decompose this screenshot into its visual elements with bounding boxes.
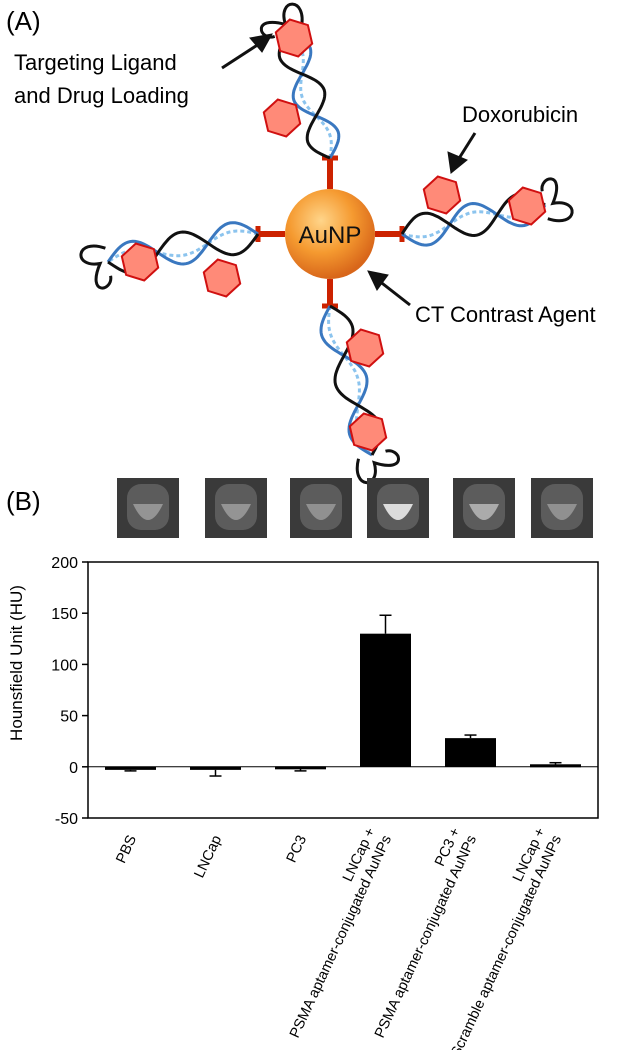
strand-blue-3	[401, 201, 547, 247]
bar-1	[190, 766, 241, 770]
x-tick-label-2: PC3	[284, 833, 310, 865]
x-tick-label-line: PBS	[113, 833, 140, 866]
ct-signal	[221, 504, 251, 520]
y-tick-label: 50	[60, 709, 78, 726]
x-tick-label-line: PC3	[284, 833, 310, 865]
y-axis-label: Hounsfield Unit (HU)	[7, 585, 26, 741]
x-tick-label-0: PBS	[113, 833, 140, 866]
strand-loop-1	[355, 449, 400, 485]
doxorubicin-molecule-2	[422, 175, 462, 215]
doxorubicin-molecule-3	[507, 186, 547, 226]
plot-frame	[87, 561, 599, 819]
x-tick-label-line: LNCap	[192, 833, 226, 881]
targeting-arrow	[221, 40, 263, 70]
ct-signal	[547, 504, 577, 520]
y-tick-label: 0	[69, 760, 78, 777]
contrast-arrowhead	[367, 270, 389, 291]
y-tick-label: 100	[51, 657, 78, 674]
strand-blue-2	[106, 221, 259, 266]
contrast-agent-label: CT Contrast Agent	[415, 302, 596, 327]
phantom-pc3-psma	[453, 478, 515, 538]
x-tick-label-line: PSMA aptamer-conjugated AuNPs	[287, 833, 395, 1041]
strand-loop-3	[540, 177, 574, 223]
doxorubicin-molecules	[120, 18, 547, 452]
phantom-pc3	[290, 478, 352, 538]
strand-black-0	[277, 31, 331, 160]
phantom-lncap	[205, 478, 267, 538]
doxorubicin-molecule-4	[120, 242, 160, 282]
hu-bar-chart: Hounsfield Unit (HU) 200 150 100 50 0 -50 PBS…	[7, 555, 599, 1050]
aunp-core-label: AuNP	[299, 222, 362, 249]
phantom-lncap-scramble	[531, 478, 593, 538]
bars	[105, 633, 581, 770]
bar-5	[530, 764, 581, 768]
targeting-label-line1: Targeting Ligand	[14, 50, 177, 75]
panel-b-label: (B)	[6, 486, 41, 516]
y-tick-label: 200	[51, 555, 78, 572]
strand-blue-1	[319, 305, 373, 457]
ct-signal	[383, 504, 413, 520]
bar-3	[360, 633, 411, 767]
doxorubicin-molecule-5	[202, 258, 242, 298]
bar-4	[445, 738, 496, 767]
base-pairs-0	[286, 30, 333, 159]
panel-a-label: (A)	[6, 6, 41, 36]
doxorubicin-molecule-7	[348, 412, 388, 452]
doxorubicin-label: Doxorubicin	[462, 102, 578, 127]
aunp-core	[285, 189, 375, 279]
phantom-lncap-psma	[367, 478, 429, 538]
ct-image-row	[117, 478, 593, 538]
x-tick-label-5: LNCap +Scramble aptamer-conjugated AuNPs	[448, 825, 565, 1050]
error-bars	[124, 614, 562, 777]
contrast-arrow	[377, 278, 411, 307]
strand-blue-0	[287, 30, 341, 159]
doxorubicin-molecule-6	[345, 328, 385, 368]
y-tick-label: 150	[51, 606, 78, 623]
doxorubicin-molecule-1	[262, 98, 302, 138]
doxorubicin-arrowhead	[447, 151, 468, 174]
targeting-arrowhead	[249, 33, 273, 53]
x-tick-label-line: PSMA aptamer-conjugated AuNPs	[372, 833, 480, 1041]
ct-signal	[306, 504, 336, 520]
doxorubicin-molecule-0	[274, 18, 314, 58]
y-tick-label: -50	[55, 811, 78, 828]
doxorubicin-arrow	[456, 132, 477, 161]
x-tick-label-1: LNCap	[192, 833, 226, 881]
bar-2	[275, 766, 326, 770]
targeting-label-line2: and Drug Loading	[14, 83, 189, 108]
strand-loop-2	[79, 244, 113, 290]
ct-signal	[469, 504, 499, 520]
annotation-arrows	[221, 33, 477, 307]
y-ticks: 200 150 100 50 0 -50	[51, 555, 88, 828]
phantom-pbs	[117, 478, 179, 538]
bar-0	[105, 766, 156, 770]
ct-signal	[133, 504, 163, 520]
